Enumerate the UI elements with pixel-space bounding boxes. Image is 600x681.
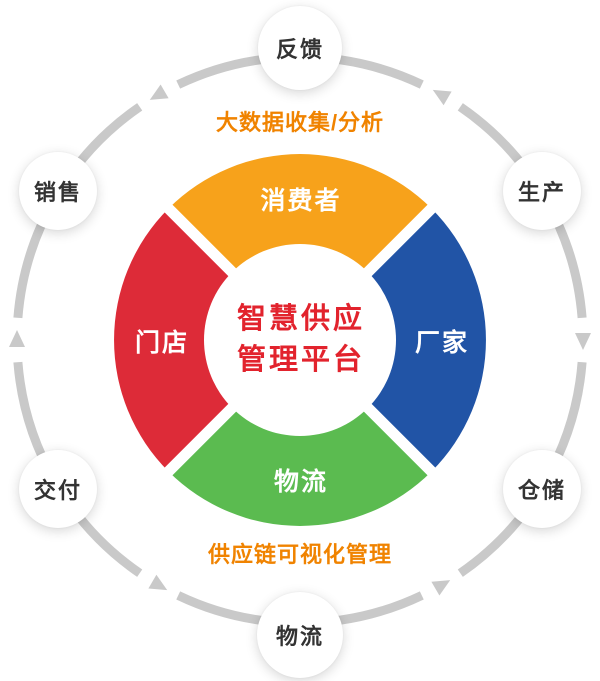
flow-arrow-icon: [431, 580, 451, 596]
node-sales: 销售: [19, 152, 97, 230]
node-production-label: 生产: [517, 180, 566, 205]
caption-bottom: 供应链可视化管理: [207, 542, 393, 567]
segment-label-store: 门店: [134, 329, 190, 357]
flow-arrow-icon: [148, 574, 168, 591]
node-feedback: 反馈: [258, 6, 342, 90]
flow-arrow-icon: [149, 84, 169, 100]
node-warehousing: 仓储: [503, 450, 581, 528]
donut-segment-left: [114, 208, 233, 472]
center-title: 智慧供应 管理平台: [237, 299, 365, 381]
node-feedback-label: 反馈: [275, 37, 324, 62]
center-circle: [204, 244, 396, 436]
center-title-line1: 智慧供应: [236, 303, 366, 335]
node-logistics: 物流: [257, 592, 343, 678]
flow-arrow-icon: [9, 330, 25, 347]
center-title-line2: 管理平台: [236, 344, 366, 376]
node-logistics-label: 物流: [275, 624, 324, 649]
node-delivery: 交付: [19, 450, 97, 528]
node-warehousing-label: 仓储: [517, 478, 566, 503]
segment-label-consumer: 消费者: [260, 187, 342, 215]
flow-arrow-icon: [432, 89, 452, 106]
flow-arrow-icon: [575, 333, 591, 350]
caption-top: 大数据收集/分析: [215, 110, 385, 135]
donut-segment-bottom: [168, 407, 432, 526]
segment-label-manufacturer: 厂家: [414, 329, 470, 357]
donut-segment-right: [367, 208, 486, 472]
donut-segment-top: [168, 154, 432, 273]
node-production: 生产: [503, 152, 581, 230]
segment-label-logistics-inner: 物流: [273, 468, 329, 496]
node-sales-label: 销售: [33, 180, 82, 205]
node-delivery-label: 交付: [33, 478, 82, 503]
